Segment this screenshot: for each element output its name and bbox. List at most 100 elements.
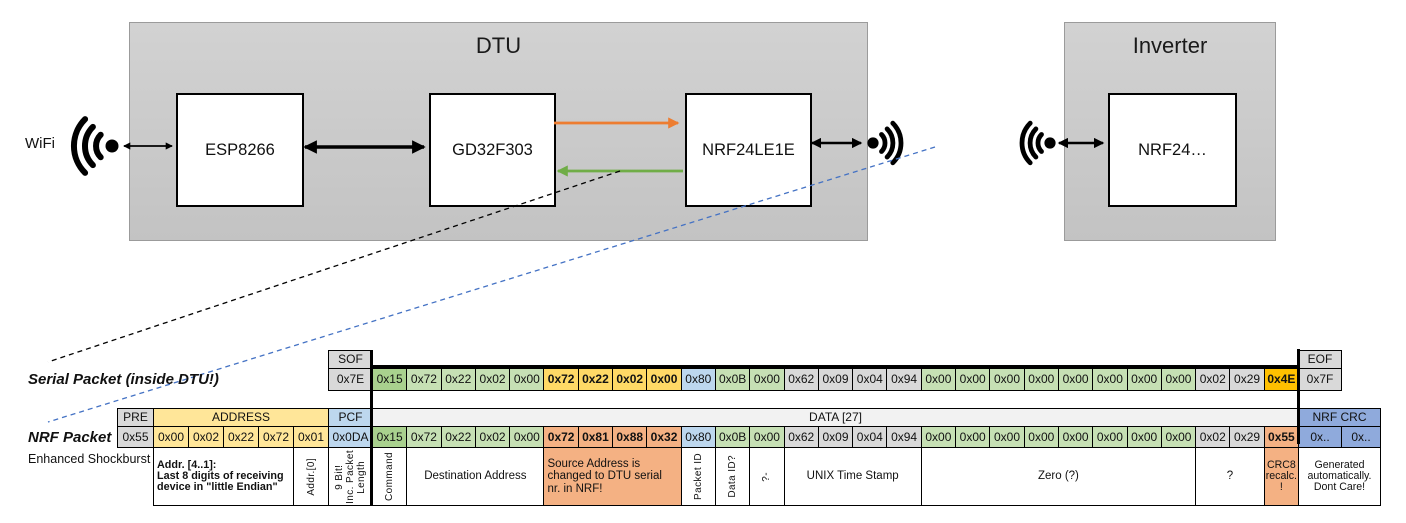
nrf-byte-cell: 0x0B [714, 426, 751, 448]
annotation-cell: Packet ID [680, 447, 716, 506]
serial-byte-cell: 0x00 [646, 368, 682, 391]
annotation-cell: Zero (?) [920, 447, 1197, 506]
chip-gd32f303-label: GD32F303 [452, 140, 533, 159]
nrf-byte-cell: 0x02 [474, 426, 511, 448]
serial-byte-cell: 0x09 [817, 368, 854, 391]
nrf-byte-cell: 0x01 [293, 426, 329, 448]
nrf-byte-cell: 0x62 [783, 426, 819, 448]
nrf-byte-cell: 0x32 [646, 426, 682, 448]
annotation-cell: Destination Address [406, 447, 545, 506]
nrf-byte-cell: 0x00 [1057, 426, 1094, 448]
nrf-packet-label: NRF Packet [28, 429, 112, 446]
nrf-byte-cell: 0x00 [955, 426, 991, 448]
serial-byte-cell: 0x00 [1057, 368, 1094, 391]
annotation-cell: Data ID? [714, 447, 751, 506]
serial-byte-cell: 0x62 [783, 368, 819, 391]
annotation-cell: Addr.[0] [293, 447, 329, 506]
annotation-cell: Generated automatically. Dont Care! [1298, 447, 1382, 506]
eof-header: EOF [1298, 350, 1343, 369]
annotation-cell: ?- [749, 447, 785, 506]
annotation-cell: CRC8 recalc. ! [1263, 447, 1300, 506]
nrf-byte-cell: 0x00 [749, 426, 785, 448]
nrf-byte-cell: 0x55 [1263, 426, 1300, 448]
nrf-byte-cell: 0x00 [1092, 426, 1128, 448]
serial-byte-cell: 0x00 [509, 368, 545, 391]
annotation-cell: UNIX Time Stamp [783, 447, 922, 506]
serial-byte-cell: 0x00 [1160, 368, 1197, 391]
data-end-divider [1297, 349, 1300, 444]
wifi-icon-inverter [1019, 120, 1056, 166]
nrf-byte-cell: 0x.. [1341, 426, 1382, 448]
nrf-byte-cell: 0x55 [117, 426, 154, 448]
nrf-byte-cell: 0x81 [577, 426, 614, 448]
serial-byte-cell: 0x00 [920, 368, 957, 391]
nrf-header-cell: DATA [27] [372, 408, 1300, 427]
serial-byte-cell: 0x00 [1092, 368, 1128, 391]
chip-nrf24-inverter-label: NRF24… [1138, 140, 1207, 159]
dtu-title: DTU [475, 33, 522, 58]
serial-byte-cell: 0x02 [612, 368, 648, 391]
nrf-byte-cell: 0x00 [509, 426, 545, 448]
nrf-byte-cell: 0x22 [223, 426, 259, 448]
serial-byte-cell: 0x02 [474, 368, 511, 391]
annotation-cell: ? [1195, 447, 1265, 506]
nrf-byte-cell: 0x00 [1023, 426, 1059, 448]
annotation-cell: Addr. [4..1]: Last 8 digits of receiving… [153, 447, 294, 506]
nrf-byte-cell: 0x80 [680, 426, 716, 448]
chip-nrf24le1e: NRF24LE1E [685, 93, 812, 207]
serial-byte-cell: 0x00 [1023, 368, 1059, 391]
serial-byte-cell: 0x22 [577, 368, 614, 391]
wifi-icon-left [70, 116, 119, 176]
serial-data-top-border [371, 365, 1300, 368]
serial-byte-cell: 0x94 [886, 368, 922, 391]
nrf-byte-cell: 0x72 [406, 426, 442, 448]
nrf-byte-cell: 0x00 [1126, 426, 1162, 448]
nrf-header-cell: PRE [117, 408, 154, 427]
nrf-byte-cell: 0x88 [612, 426, 648, 448]
nrf-byte-cell: 0x00 [989, 426, 1025, 448]
wifi-label: WiFi [25, 135, 55, 152]
enhanced-shockburst-label: Enhanced Shockburst [28, 452, 151, 466]
nrf-byte-cell: 0x00 [153, 426, 189, 448]
nrf-byte-cell: 0x29 [1229, 426, 1265, 448]
serial-byte-cell: 0x72 [543, 368, 579, 391]
serial-byte-cell: 0x00 [1126, 368, 1162, 391]
serial-byte-cell: 0x0B [714, 368, 751, 391]
sof-header: SOF [328, 350, 373, 369]
chip-nrf24-inverter: NRF24… [1108, 93, 1237, 207]
serial-byte-cell: 0x02 [1195, 368, 1231, 391]
data-start-divider [370, 350, 373, 506]
serial-byte-cell: 0x15 [372, 368, 408, 391]
chip-esp8266-label: ESP8266 [205, 140, 275, 159]
serial-byte-cell: 0x4E [1263, 368, 1300, 391]
chip-esp8266: ESP8266 [176, 93, 304, 207]
nrf-byte-cell: 0x15 [372, 426, 408, 448]
nrf-byte-cell: 0x09 [817, 426, 854, 448]
nrf-byte-cell: 0x.. [1298, 426, 1343, 448]
serial-byte-cell: 0x04 [852, 368, 888, 391]
annotation-cell: Command [372, 447, 408, 506]
nrf-byte-cell: 0x72 [543, 426, 579, 448]
serial-byte-cell: 0x00 [989, 368, 1025, 391]
serial-byte-cell: 0x22 [440, 368, 476, 391]
nrf-byte-cell: 0x22 [440, 426, 476, 448]
nrf-byte-cell: 0x02 [1195, 426, 1231, 448]
annotation-cell: 9 Bit! Inc. Packet Length [328, 447, 373, 506]
serial-byte-cell: 0x72 [406, 368, 442, 391]
eof-byte-cell: 0x7F [1298, 368, 1343, 391]
inverter-title: Inverter [1132, 33, 1208, 58]
serial-byte-cell: 0x29 [1229, 368, 1265, 391]
wifi-icon-dtu-right [867, 120, 904, 166]
chip-nrf24le1e-label: NRF24LE1E [702, 140, 795, 159]
serial-byte-cell: 0x00 [749, 368, 785, 391]
nrf-header-cell: ADDRESS [153, 408, 329, 427]
chip-gd32f303: GD32F303 [429, 93, 556, 207]
serial-byte-cell: 0x80 [680, 368, 716, 391]
nrf-byte-cell: 0x72 [258, 426, 294, 448]
serial-packet-label: Serial Packet (inside DTU!) [28, 371, 219, 388]
serial-byte-cell: 0x00 [955, 368, 991, 391]
nrf-byte-cell: 0x94 [886, 426, 922, 448]
sof-byte-cell: 0x7E [328, 368, 373, 391]
